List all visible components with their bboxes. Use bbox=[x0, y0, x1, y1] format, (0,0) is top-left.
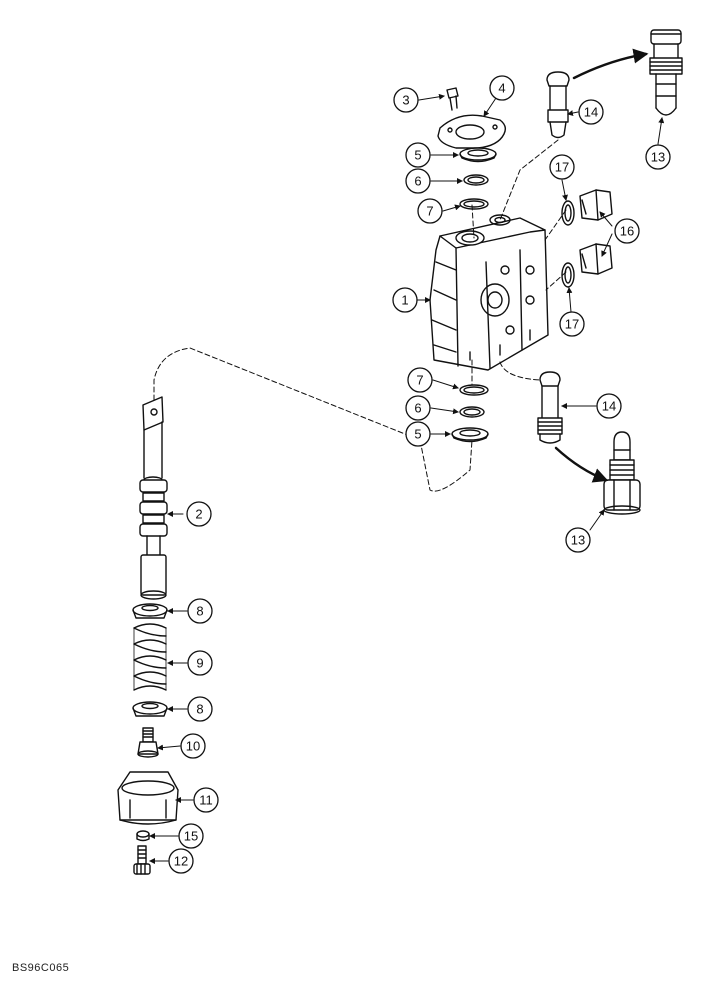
callout-17-lower: 17 bbox=[559, 311, 585, 337]
callout-14-upper: 14 bbox=[578, 99, 604, 125]
lower-port-o-ring bbox=[561, 262, 575, 288]
lower-backup-ring bbox=[451, 427, 489, 443]
callout-13-upper: 13 bbox=[645, 144, 671, 170]
svg-text:8: 8 bbox=[196, 702, 203, 717]
callout-12: 12 bbox=[168, 848, 194, 874]
svg-text:6: 6 bbox=[414, 401, 421, 416]
spool-bolt bbox=[137, 727, 159, 758]
callout-6-lower: 6 bbox=[405, 395, 431, 421]
callout-10: 10 bbox=[180, 733, 206, 759]
svg-text:14: 14 bbox=[602, 399, 616, 414]
callout-7-upper: 7 bbox=[417, 198, 443, 224]
svg-text:1: 1 bbox=[401, 293, 408, 308]
cap-screw bbox=[446, 87, 459, 111]
spring-seat-lower bbox=[132, 701, 168, 717]
callout-17-upper: 17 bbox=[549, 154, 575, 180]
svg-text:6: 6 bbox=[414, 174, 421, 189]
svg-text:3: 3 bbox=[402, 93, 409, 108]
lower-o-ring-a bbox=[459, 384, 489, 396]
svg-text:17: 17 bbox=[565, 317, 579, 332]
svg-text:7: 7 bbox=[416, 373, 423, 388]
callout-11: 11 bbox=[193, 787, 219, 813]
lower-check-valve bbox=[537, 371, 563, 444]
spring-seat-upper bbox=[132, 603, 168, 619]
callout-9: 9 bbox=[187, 650, 213, 676]
svg-text:12: 12 bbox=[174, 854, 188, 869]
assembly-dashed-lines bbox=[153, 139, 567, 492]
callout-15: 15 bbox=[178, 823, 204, 849]
callout-8-lower: 8 bbox=[187, 696, 213, 722]
callout-8-upper: 8 bbox=[187, 598, 213, 624]
callouts: 1 2 3 4 5 6 7 8 9 10 11 12 13 14 15 16 1… bbox=[168, 75, 671, 874]
svg-text:5: 5 bbox=[414, 148, 421, 163]
centering-spring bbox=[133, 623, 167, 691]
upper-backup-ring bbox=[459, 147, 497, 163]
svg-text:7: 7 bbox=[426, 204, 433, 219]
callout-5-upper: 5 bbox=[405, 142, 431, 168]
lower-o-ring-b bbox=[459, 406, 485, 418]
lower-port-plug bbox=[579, 243, 613, 275]
svg-text:13: 13 bbox=[571, 533, 585, 548]
screw bbox=[133, 845, 151, 875]
upper-check-valve bbox=[546, 71, 570, 139]
plug bbox=[136, 830, 150, 842]
svg-text:8: 8 bbox=[196, 604, 203, 619]
spool-cap bbox=[117, 771, 179, 825]
install-arrows bbox=[554, 48, 649, 483]
callout-2: 2 bbox=[186, 501, 212, 527]
svg-text:5: 5 bbox=[414, 427, 421, 442]
valve-spool bbox=[139, 396, 168, 600]
svg-text:17: 17 bbox=[555, 160, 569, 175]
upper-o-ring-b bbox=[459, 198, 489, 210]
upper-o-ring-a bbox=[463, 174, 489, 186]
svg-text:4: 4 bbox=[498, 81, 505, 96]
flange bbox=[437, 114, 507, 149]
callout-1: 1 bbox=[392, 287, 418, 313]
callout-7-lower: 7 bbox=[407, 367, 433, 393]
figure-code: BS96C065 bbox=[12, 962, 70, 974]
callout-13-lower: 13 bbox=[565, 527, 591, 553]
callout-4: 4 bbox=[489, 75, 515, 101]
svg-text:13: 13 bbox=[651, 150, 665, 165]
svg-text:15: 15 bbox=[184, 829, 198, 844]
svg-text:2: 2 bbox=[195, 507, 202, 522]
callout-6-upper: 6 bbox=[405, 168, 431, 194]
callout-16: 16 bbox=[614, 218, 640, 244]
svg-text:16: 16 bbox=[620, 224, 634, 239]
valve-section-body bbox=[429, 214, 549, 371]
svg-text:9: 9 bbox=[196, 656, 203, 671]
upper-relief-valve bbox=[649, 29, 683, 116]
upper-port-plug bbox=[579, 189, 613, 221]
leader-lines bbox=[149, 93, 665, 864]
svg-text:10: 10 bbox=[186, 739, 200, 754]
callout-14-lower: 14 bbox=[596, 393, 622, 419]
lower-relief-valve bbox=[603, 431, 641, 515]
svg-text:14: 14 bbox=[584, 105, 598, 120]
callout-5-lower: 5 bbox=[405, 421, 431, 447]
svg-text:11: 11 bbox=[199, 793, 213, 808]
callout-3: 3 bbox=[393, 87, 419, 113]
upper-port-o-ring bbox=[561, 200, 575, 226]
